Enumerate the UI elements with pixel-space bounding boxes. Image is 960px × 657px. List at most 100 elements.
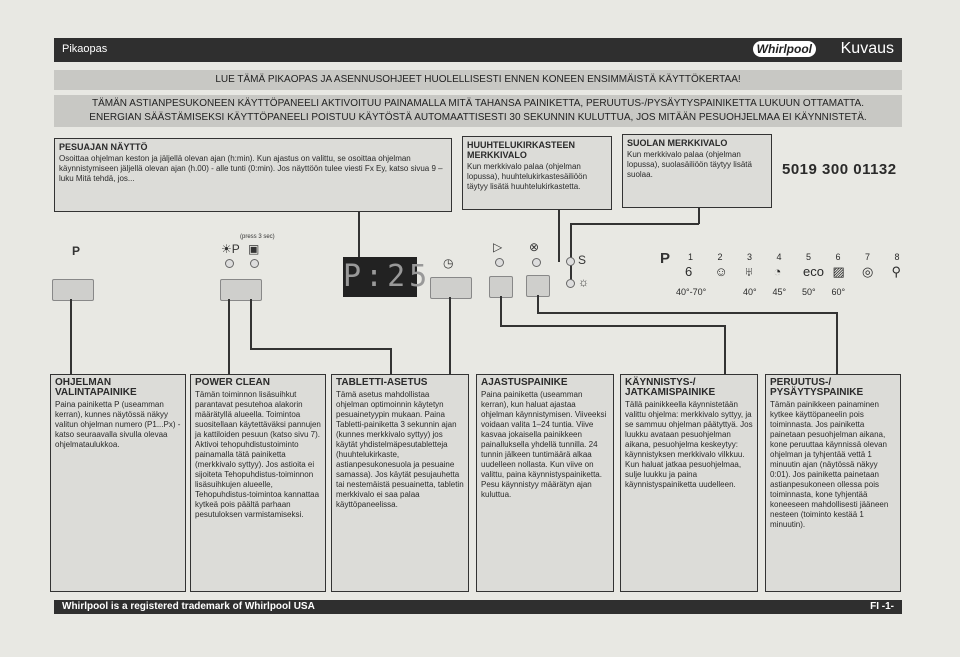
lower-box-text: Tällä painikkeella käynnistetään valittu… xyxy=(625,400,753,489)
program-temperature: 60° xyxy=(831,287,846,297)
program-temperature: 40°-70° xyxy=(676,287,707,297)
header-bar: Pikaopas Whirlpool Kuvaus xyxy=(54,38,902,62)
connector-line xyxy=(537,295,539,313)
program-number: 6 xyxy=(835,252,841,262)
info-line-2: ENERGIAN SÄÄSTÄMISEKSI KÄYTTÖPANEELI POI… xyxy=(89,112,867,123)
connector-line xyxy=(390,348,392,374)
program-icon: ▨ xyxy=(832,264,845,279)
lower-box-text: Tämä asetus mahdollistaa ohjelman optimo… xyxy=(336,390,464,509)
connector-line xyxy=(250,348,390,350)
warning-band: LUE TÄMÄ PIKAOPAS JA ASENNUSOHJEET HUOLE… xyxy=(54,70,902,90)
tablet-led xyxy=(250,259,259,268)
connector-line xyxy=(558,210,560,262)
salt-led xyxy=(566,279,575,288)
footer-page-number: FI -1- xyxy=(870,601,894,612)
delay-box: AJASTUSPAINIKE Paina painiketta (useamma… xyxy=(476,374,614,592)
program-icon: ♅ xyxy=(744,264,754,279)
connector-line xyxy=(570,223,572,283)
cancel-led xyxy=(532,258,541,267)
header-title: Kuvaus xyxy=(840,40,894,57)
program-temperature: 45° xyxy=(772,287,787,297)
start-button[interactable] xyxy=(489,276,513,298)
program-icon: ⚲ xyxy=(891,264,902,279)
display-box-title: PESUAJAN NÄYTTÖ xyxy=(59,142,148,152)
connector-line xyxy=(537,312,837,314)
power-clean-tablet-button[interactable] xyxy=(220,279,262,301)
part-code: 5019 300 01132 xyxy=(782,161,897,178)
press-3-sec-note: (press 3 sec) xyxy=(240,234,275,240)
cancel-button[interactable] xyxy=(526,275,550,297)
program-number: 3 xyxy=(747,252,753,262)
connector-line xyxy=(570,223,699,225)
salt-box-text: Kun merkkivalo palaa (ohjelman lopussa),… xyxy=(627,150,752,179)
cancel-box: PERUUTUS-/ PYSÄYTYSPAINIKE Tämän painikk… xyxy=(765,374,901,592)
footer-bar: Whirlpool is a registered trademark of W… xyxy=(54,600,902,614)
program-temperature: 40° xyxy=(743,287,757,297)
salt-icon: ☼ xyxy=(578,275,589,289)
tablet-icon: ▣ xyxy=(248,242,260,256)
program-icon: eco xyxy=(803,264,824,279)
connector-line xyxy=(698,208,700,224)
delay-button[interactable] xyxy=(430,277,472,299)
rinse-box-title: HUUHTELUKIRKASTEEN MERKKIVALO xyxy=(467,140,575,160)
program-icon: ☺ xyxy=(714,264,728,279)
display-box-text: Osoittaa ohjelman keston ja jäljellä ole… xyxy=(59,154,443,183)
lower-box-text: Paina painiketta P (useamman kerran), ku… xyxy=(55,400,181,449)
connector-line xyxy=(836,312,838,374)
brand-logo: Whirlpool xyxy=(752,41,816,57)
lower-box-text: Tämän painikkeen painaminen kytkee käytt… xyxy=(770,400,889,529)
connector-line xyxy=(228,299,230,374)
time-display: P:25 xyxy=(343,257,427,297)
rinse-aid-led xyxy=(566,257,575,266)
program-number: 5 xyxy=(806,252,812,262)
power-clean-led xyxy=(225,259,234,268)
connector-line xyxy=(500,325,725,327)
lower-box-title: PERUUTUS-/ PYSÄYTYSPAINIKE xyxy=(770,377,864,398)
delay-icon: ◷ xyxy=(443,256,454,270)
start-icon: ▷ xyxy=(493,240,503,254)
program-number: 2 xyxy=(717,252,723,262)
lower-box-title: POWER CLEAN xyxy=(195,377,270,388)
connector-line xyxy=(500,296,502,326)
start-led xyxy=(495,258,504,267)
program-icon: 6 xyxy=(685,264,693,279)
program-icon: ◎ xyxy=(862,264,874,279)
rinse-aid-box: HUUHTELUKIRKASTEEN MERKKIVALO Kun merkki… xyxy=(462,136,612,210)
lower-box-title: TABLETTI-ASETUS xyxy=(336,377,428,388)
footer-trademark: Whirlpool is a registered trademark of W… xyxy=(62,601,315,612)
lower-box-text: Tämän toiminnon lisäsuihkut parantavat p… xyxy=(195,390,321,519)
lower-box-title: AJASTUSPAINIKE xyxy=(481,377,568,388)
connector-line xyxy=(250,299,252,349)
connector-line xyxy=(724,325,726,374)
lower-box-title: OHJELMAN VALINTAPAINIKE xyxy=(55,377,137,398)
program-number: 1 xyxy=(688,252,694,262)
cancel-icon: ⊗ xyxy=(529,240,540,254)
tablet-box: TABLETTI-ASETUS Tämä asetus mahdollistaa… xyxy=(331,374,469,592)
lower-box-title: KÄYNNISTYS-/ JATKAMISPAINIKE xyxy=(625,377,716,398)
program-p-label: P xyxy=(660,250,671,267)
program-p-symbol: P xyxy=(72,244,81,258)
start-box: KÄYNNISTYS-/ JATKAMISPAINIKE Tällä paini… xyxy=(620,374,758,592)
program-number: 7 xyxy=(865,252,871,262)
connector-line xyxy=(449,297,451,374)
program-number: 4 xyxy=(776,252,782,262)
header-left-label: Pikaopas xyxy=(62,43,108,55)
program-select-button[interactable] xyxy=(52,279,94,301)
connector-line xyxy=(70,299,72,374)
power-clean-icon: ☀P xyxy=(221,242,240,256)
connector-line xyxy=(358,212,360,257)
power-clean-box: POWER CLEAN Tämän toiminnon lisäsuihkut … xyxy=(190,374,326,592)
program-temperature: 50° xyxy=(802,287,816,297)
salt-box-title: SUOLAN MERKKIVALO xyxy=(627,138,728,148)
display-description-box: PESUAJAN NÄYTTÖ Osoittaa ohjelman keston… xyxy=(54,138,452,212)
program-number: 8 xyxy=(894,252,900,262)
program-select-box: OHJELMAN VALINTAPAINIKE Paina painiketta… xyxy=(50,374,186,592)
power-clean-p: P xyxy=(231,242,240,256)
program-icon: ◔ xyxy=(773,264,782,279)
info-band: TÄMÄN ASTIANPESUKONEEN KÄYTTÖPANEELI AKT… xyxy=(54,95,902,127)
lower-box-text: Paina painiketta (useamman kerran), kun … xyxy=(481,390,607,499)
rinse-box-text: Kun merkkivalo palaa (ohjelman lopussa),… xyxy=(467,162,588,191)
salt-box: SUOLAN MERKKIVALO Kun merkkivalo palaa (… xyxy=(622,134,772,208)
rinse-aid-icon: S xyxy=(578,253,587,267)
